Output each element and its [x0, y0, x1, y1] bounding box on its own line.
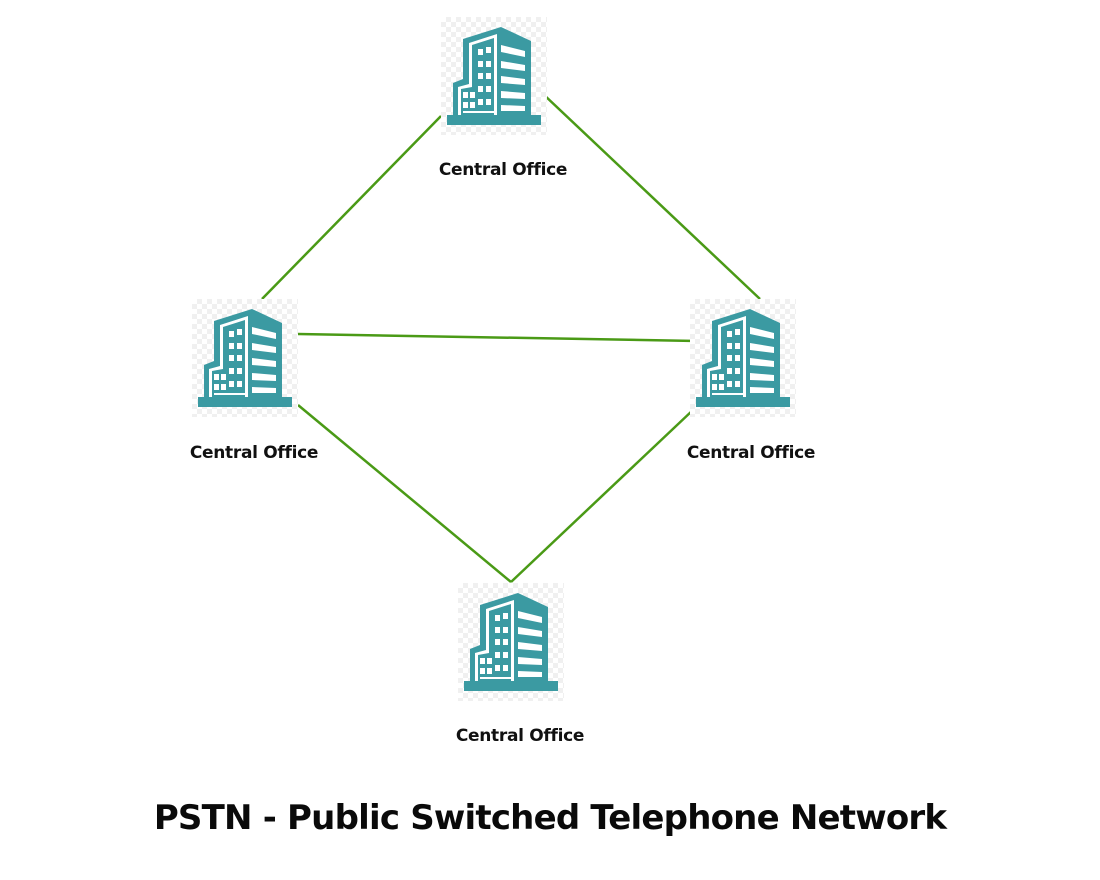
link-left-top: [261, 115, 442, 300]
diagram-title: PSTN - Public Switched Telephone Network: [153, 798, 947, 838]
link-top-right: [541, 92, 761, 300]
office-building-icon: [458, 583, 564, 701]
office-building-icon: [192, 299, 298, 417]
office-building-icon: [690, 299, 796, 417]
node-label: Central Office: [455, 726, 585, 746]
link-bottom-right: [510, 409, 694, 583]
link-left-bottom: [297, 404, 512, 583]
node-label: Central Office: [686, 443, 816, 463]
link-left-right: [297, 332, 698, 343]
node-label: Central Office: [438, 160, 568, 180]
office-building-icon: [441, 17, 547, 135]
node-label: Central Office: [189, 443, 319, 463]
